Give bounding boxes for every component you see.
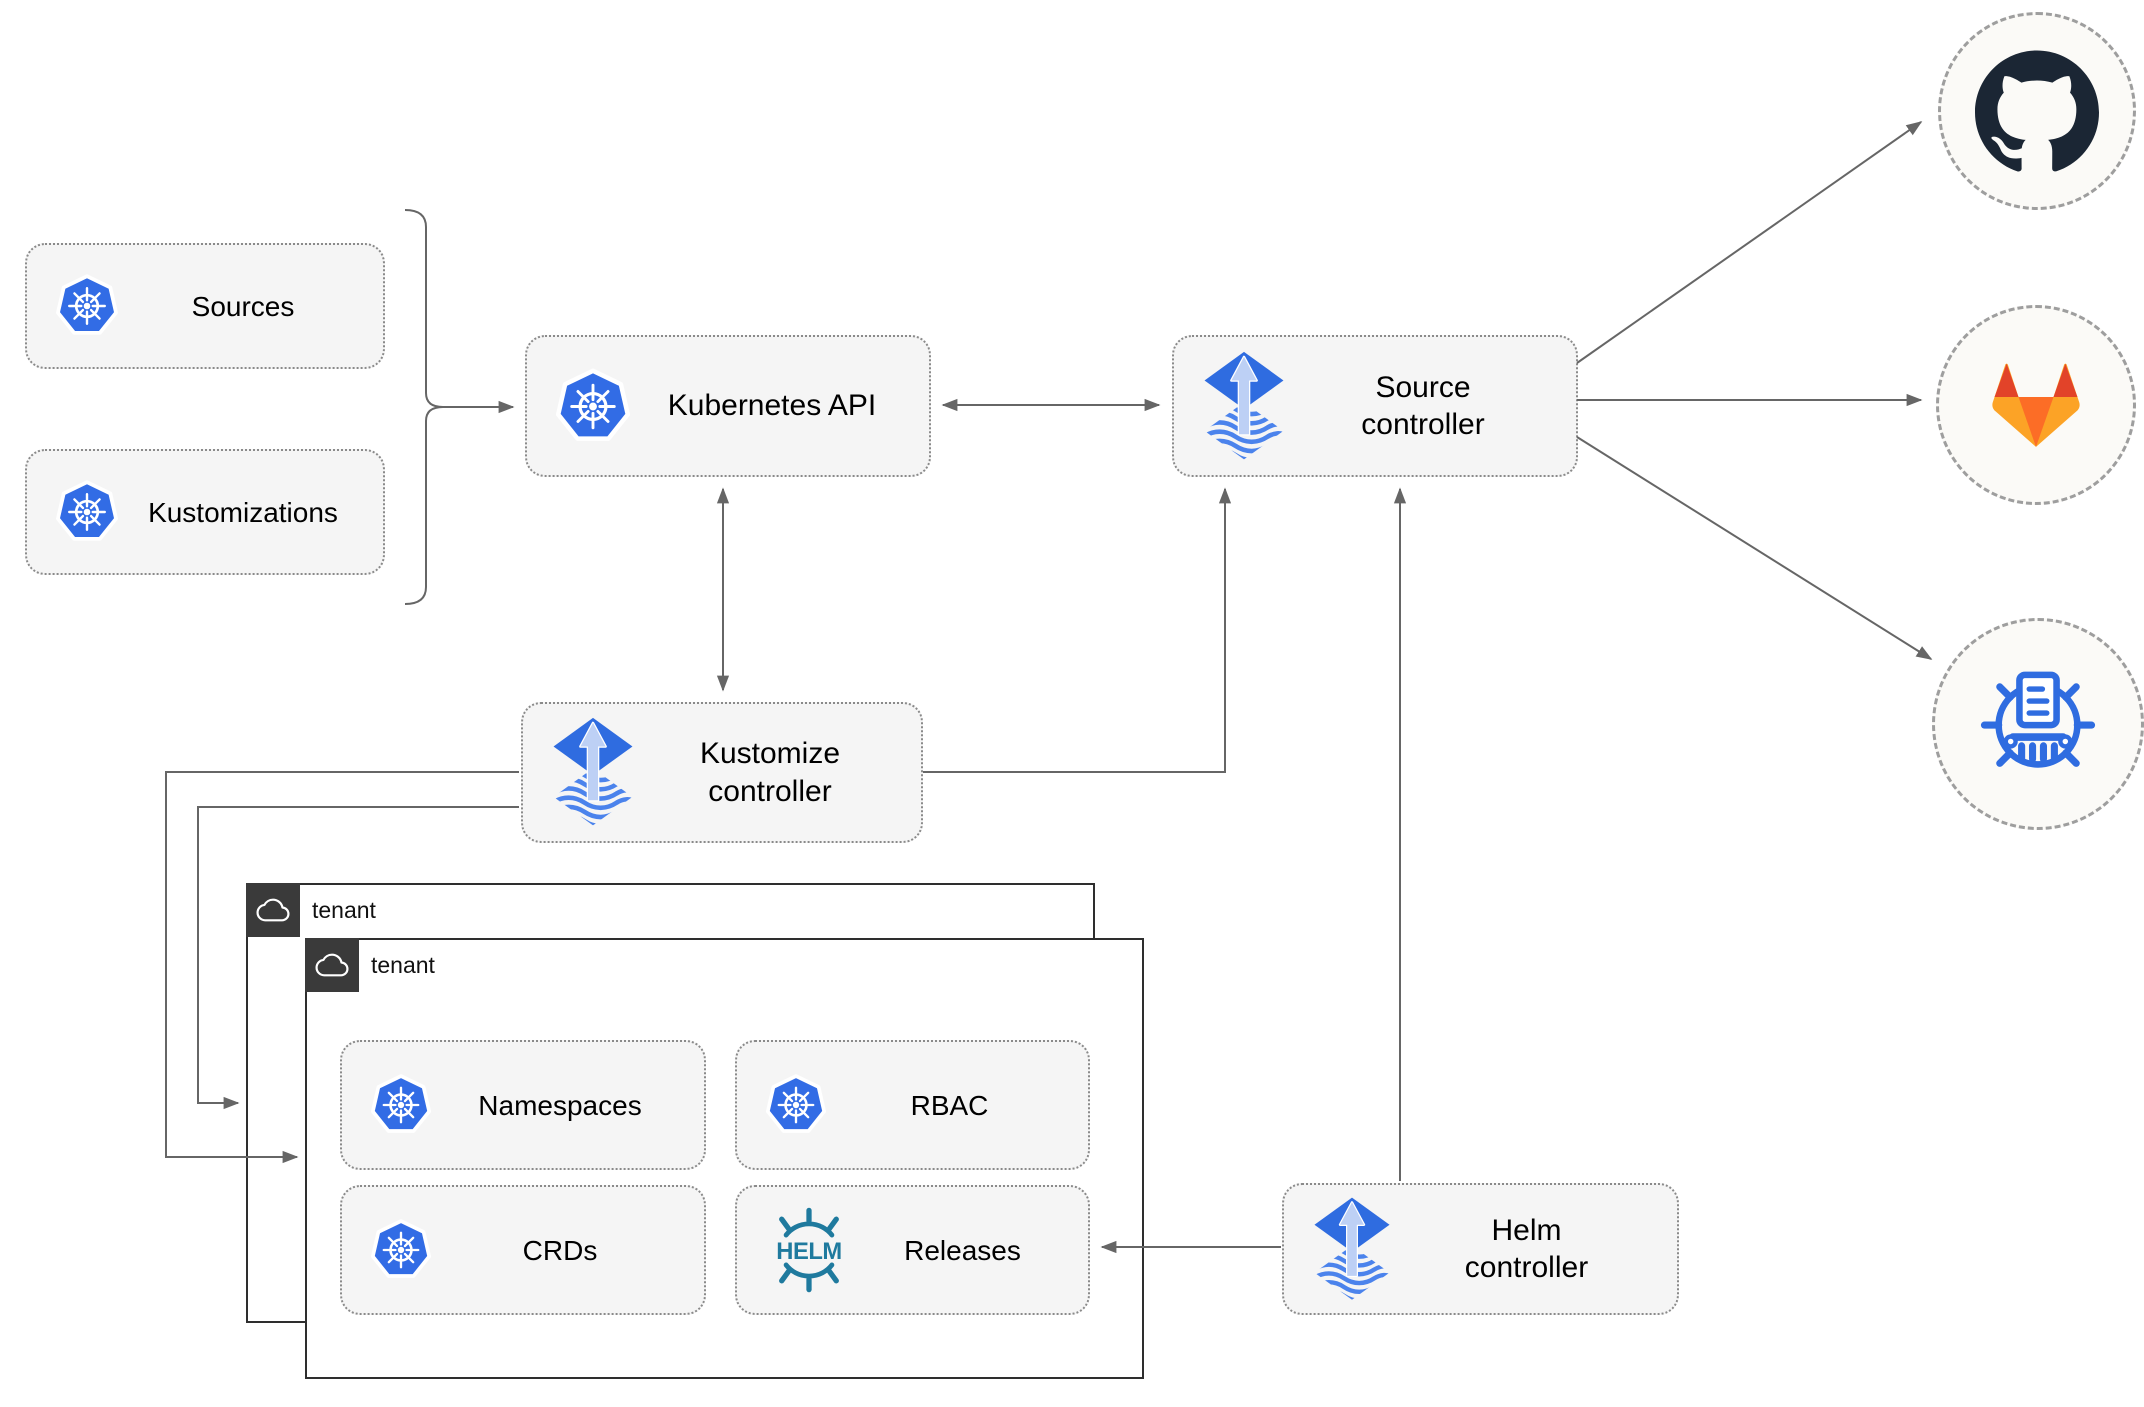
node-namespaces-label: Namespaces bbox=[478, 1089, 642, 1121]
cloud-icon bbox=[255, 897, 291, 923]
node-crds-label: CRDs bbox=[522, 1234, 598, 1266]
node-helm-controller-label: Helm controller bbox=[1464, 1213, 1589, 1285]
kubernetes-icon bbox=[55, 273, 119, 339]
helm-ship-wheel-icon: HELM bbox=[776, 1207, 842, 1293]
node-kubernetes-api: Kubernetes API bbox=[525, 335, 931, 477]
kubernetes-icon bbox=[555, 367, 631, 446]
kubernetes-icon bbox=[370, 1218, 432, 1282]
node-kustomize-controller: Kustomize controller bbox=[521, 702, 923, 843]
node-releases-label: Releases bbox=[904, 1234, 1021, 1266]
tenant-inner-badge bbox=[305, 938, 359, 992]
node-namespaces: Namespaces bbox=[340, 1040, 706, 1170]
kubernetes-icon bbox=[55, 479, 119, 545]
arrow-source-controller-to-chart-repository bbox=[1576, 436, 1933, 660]
github-octocat-icon bbox=[1975, 50, 2099, 172]
arrow-kustomize-controller-to-source-controller bbox=[923, 487, 1232, 773]
grouping-brace bbox=[404, 209, 444, 605]
node-crds: CRDs bbox=[340, 1185, 706, 1315]
flux-icon bbox=[1202, 350, 1286, 463]
gitlab-tanuki-icon bbox=[1992, 363, 2080, 447]
arrow-source-controller-to-github bbox=[1576, 121, 1923, 364]
tenant-inner-label: tenant bbox=[371, 951, 435, 978]
tenant-outer-label: tenant bbox=[312, 896, 376, 923]
kubernetes-icon bbox=[765, 1073, 827, 1137]
helm-logo-text: HELM bbox=[776, 1238, 842, 1265]
flux-icon bbox=[1312, 1196, 1392, 1303]
node-kustomizations: Kustomizations bbox=[25, 449, 385, 575]
node-sources: Sources bbox=[25, 243, 385, 369]
node-kustomize-controller-label: Kustomize controller bbox=[699, 737, 841, 808]
node-rbac: RBAC bbox=[735, 1040, 1090, 1170]
node-helm-controller: Helm controller bbox=[1282, 1183, 1679, 1315]
endpoint-chart-repository bbox=[1932, 618, 2144, 830]
chart-museum-icon bbox=[1980, 671, 2096, 768]
endpoint-gitlab bbox=[1936, 305, 2136, 505]
node-releases: HELM Releases bbox=[735, 1185, 1090, 1315]
tenant-outer-badge bbox=[246, 883, 300, 937]
cloud-icon bbox=[314, 952, 350, 978]
endpoint-github bbox=[1938, 12, 2136, 210]
node-rbac-label: RBAC bbox=[910, 1089, 989, 1121]
node-sources-label: Sources bbox=[191, 290, 295, 322]
node-source-controller: Source controller bbox=[1172, 335, 1578, 477]
node-source-controller-label: Source controller bbox=[1361, 370, 1485, 442]
flux-icon bbox=[551, 716, 635, 829]
node-kustomizations-label: Kustomizations bbox=[148, 496, 338, 528]
node-kubernetes-api-label: Kubernetes API bbox=[667, 389, 877, 423]
kubernetes-icon bbox=[370, 1073, 432, 1137]
